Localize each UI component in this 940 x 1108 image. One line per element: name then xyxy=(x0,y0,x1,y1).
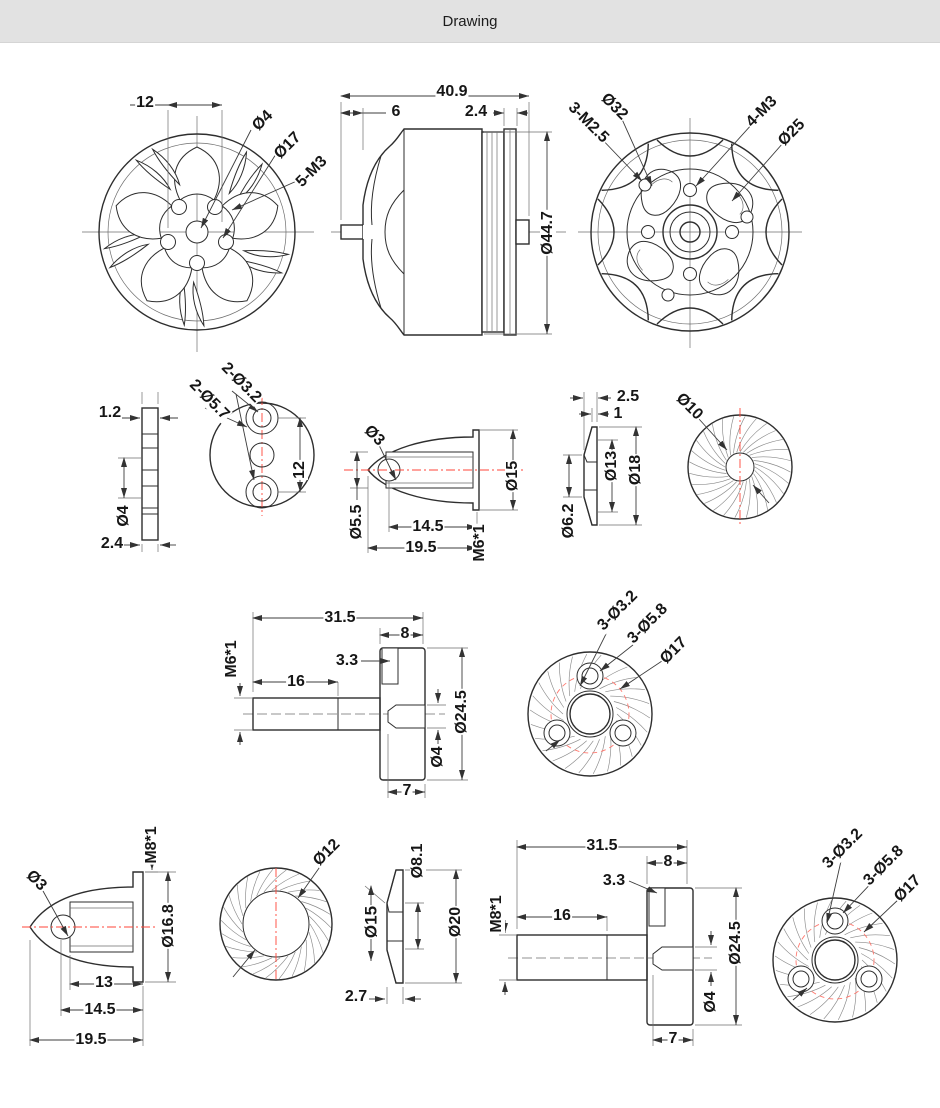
motor-side-view xyxy=(331,93,566,336)
page-header: Drawing xyxy=(0,0,940,43)
prop-nut-m8 xyxy=(22,858,176,1046)
knurled-disc-12 xyxy=(219,860,333,982)
washer-m8 xyxy=(364,869,462,1004)
motor-rear-view xyxy=(578,116,802,348)
motor-front-view xyxy=(82,102,314,352)
knurled-flange-a xyxy=(527,621,669,777)
mount-plate-face xyxy=(204,390,315,516)
knurled-flange-b xyxy=(772,860,900,1023)
prop-nut-m6 xyxy=(344,429,523,553)
prop-adapter-m6 xyxy=(234,612,468,798)
knurled-disc-10 xyxy=(687,408,793,527)
page-title: Drawing xyxy=(442,12,498,30)
washer-m6 xyxy=(563,392,642,526)
mount-plate-side xyxy=(118,392,178,552)
prop-adapter-m8 xyxy=(499,840,742,1046)
